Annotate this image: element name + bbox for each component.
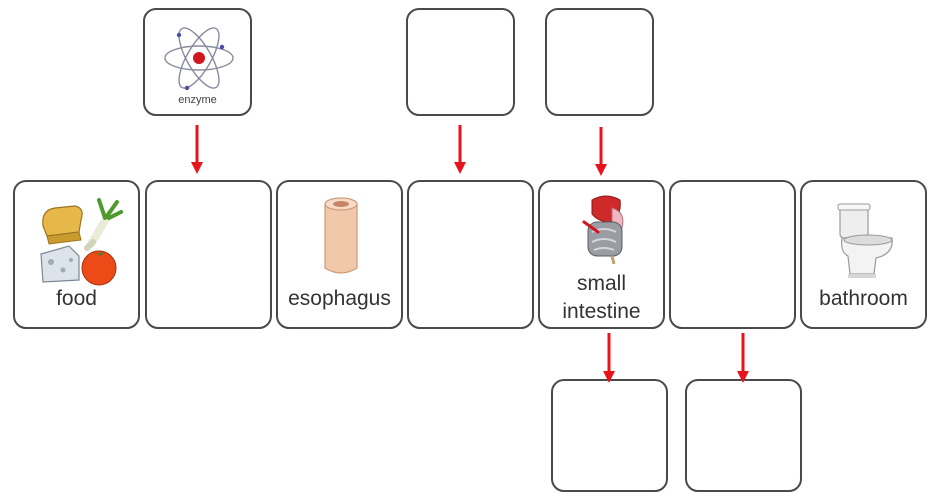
enzyme-label: enzyme — [178, 94, 217, 106]
bathroom-label: bathroom — [819, 287, 908, 310]
small-intestine-label-line2: intestine — [562, 300, 641, 323]
empty-card-top-2[interactable] — [406, 8, 515, 116]
enzyme-card[interactable]: enzyme — [143, 8, 252, 116]
esophagus-icon — [324, 197, 358, 274]
empty-card-main-2[interactable] — [145, 180, 272, 329]
empty-card-main-6[interactable] — [669, 180, 796, 329]
empty-card-main-4[interactable] — [407, 180, 534, 329]
bathroom-card[interactable]: bathroom — [800, 180, 927, 329]
small-intestine-card[interactable]: small intestine — [538, 180, 665, 329]
empty-card-bottom-1[interactable] — [551, 379, 668, 492]
empty-card-bottom-2[interactable] — [685, 379, 802, 492]
food-icon — [40, 198, 123, 286]
atom-icon — [164, 27, 234, 91]
digestive-organs-icon — [582, 195, 624, 264]
small-intestine-label-line1: small — [576, 272, 626, 295]
empty-card-top-3[interactable] — [545, 8, 654, 116]
toilet-icon — [837, 203, 893, 278]
food-label: food — [56, 287, 97, 310]
esophagus-label: esophagus — [288, 287, 391, 310]
food-card[interactable]: food — [13, 180, 140, 329]
esophagus-card[interactable]: esophagus — [276, 180, 403, 329]
